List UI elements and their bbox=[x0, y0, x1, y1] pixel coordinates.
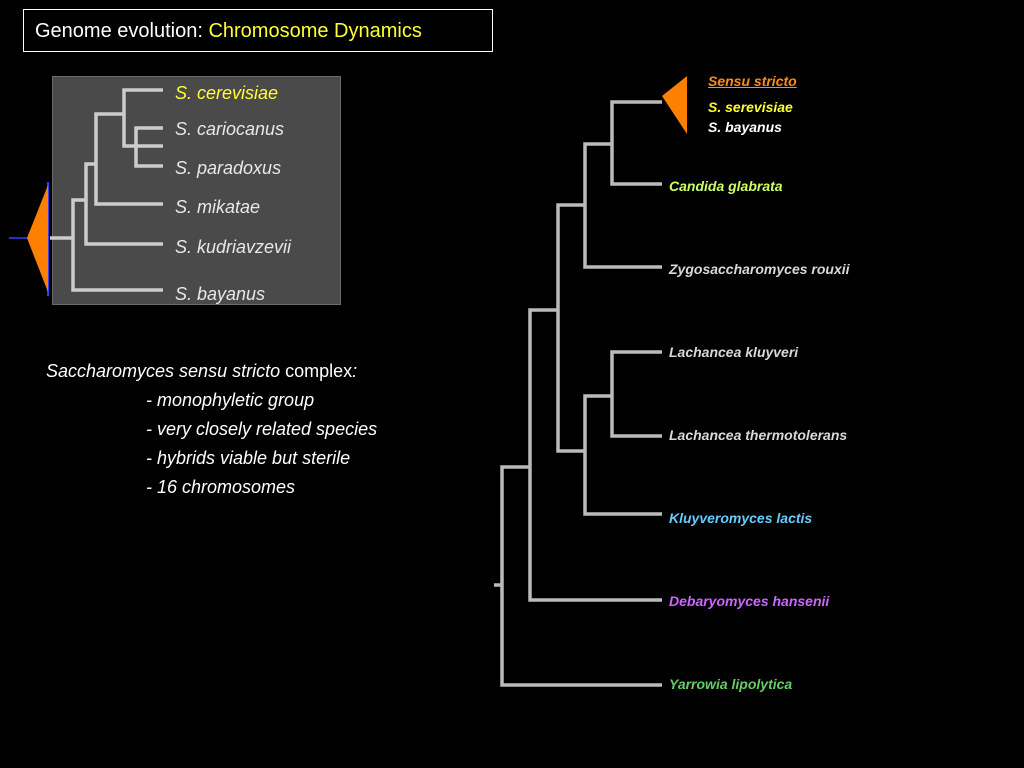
main-branch bbox=[500, 465, 662, 687]
taxon-label: Zygosaccharomyces rouxii bbox=[669, 261, 850, 277]
taxon-label: Lachancea thermotolerans bbox=[669, 427, 848, 443]
inset-clade-triangle bbox=[27, 185, 48, 292]
main-branch bbox=[583, 142, 662, 269]
main-branch bbox=[610, 100, 662, 186]
inset-tree-branches bbox=[50, 88, 163, 292]
title-highlight: Chromosome Dynamics bbox=[208, 20, 422, 42]
inset-branch bbox=[134, 126, 163, 168]
main-branch bbox=[583, 394, 662, 516]
clade-member-label: S. bayanus bbox=[708, 119, 782, 135]
notes-heading-colon: : bbox=[352, 361, 358, 381]
notes-item: - 16 chromosomes bbox=[146, 477, 296, 497]
notes-heading-italic: Saccharomyces sensu stricto bbox=[46, 361, 281, 381]
notes-item: - very closely related species bbox=[146, 419, 378, 439]
title-prefix: Genome evolution: bbox=[35, 20, 209, 42]
inset-taxon-label: S. paradoxus bbox=[175, 158, 282, 178]
taxon-label: Kluyveromyces lactis bbox=[669, 510, 813, 526]
inset-taxon-label: S. cerevisiae bbox=[175, 83, 279, 103]
sensu-stricto-clade-triangle bbox=[662, 76, 687, 134]
inset-branch bbox=[94, 112, 163, 206]
main-tree-branches bbox=[494, 100, 662, 687]
slide-title: Genome evolution: Chromosome Dynamics bbox=[23, 9, 493, 52]
inset-branch bbox=[122, 88, 163, 148]
inset-branch bbox=[84, 162, 163, 246]
inset-branch bbox=[71, 198, 163, 292]
notes-heading-plain: complex bbox=[280, 361, 353, 381]
inset-clade-marker bbox=[9, 182, 49, 296]
inset-taxon-label: S. mikatae bbox=[175, 197, 261, 217]
inset-taxon-label: S. bayanus bbox=[175, 284, 266, 304]
taxon-label: Lachancea kluyveri bbox=[669, 344, 799, 360]
sensu-stricto-notes: Saccharomyces sensu stricto complex: - m… bbox=[46, 357, 377, 502]
notes-heading: Saccharomyces sensu stricto complex: bbox=[46, 357, 377, 386]
inset-taxon-label: S. kudriavzevii bbox=[175, 237, 292, 257]
notes-item: - monophyletic group bbox=[146, 390, 315, 410]
sensu-stricto-heading: Sensu stricto bbox=[708, 73, 797, 89]
taxon-label: Candida glabrata bbox=[669, 178, 783, 194]
taxon-label: Debaryomyces hansenii bbox=[669, 593, 830, 609]
notes-item: - hybrids viable but sterile bbox=[146, 448, 351, 468]
main-branch bbox=[556, 203, 585, 453]
taxon-label: Yarrowia lipolytica bbox=[669, 676, 793, 692]
clade-member-label: S. serevisiae bbox=[708, 99, 793, 115]
inset-taxon-label: S. cariocanus bbox=[175, 119, 285, 139]
main-branch bbox=[610, 350, 662, 438]
main-branch bbox=[528, 308, 662, 602]
